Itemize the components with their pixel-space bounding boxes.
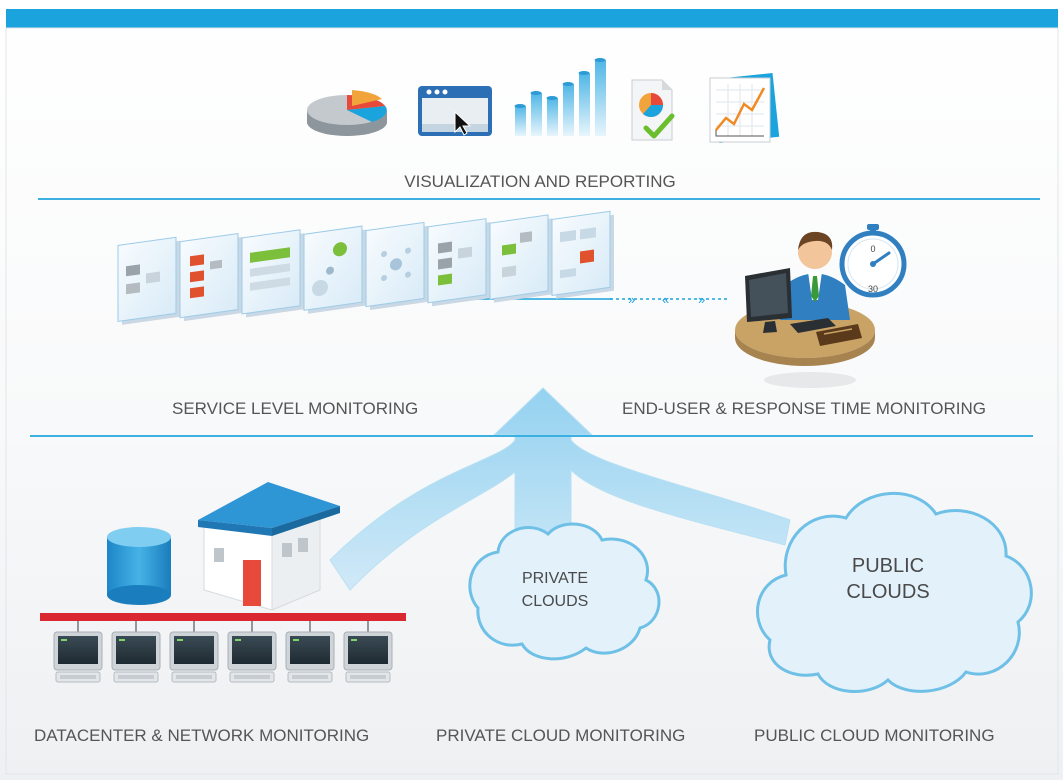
private-cloud-label-line2: CLOUDS (522, 593, 589, 610)
stopwatch-mark-0: 0 (870, 244, 875, 254)
dashboard-card-icon (117, 236, 180, 325)
public-cloud-label-line1: PUBLIC (852, 555, 924, 577)
dashboard-card-icon (551, 210, 614, 299)
diagram-frame (5, 27, 1059, 775)
computer-terminal-icon (169, 621, 219, 683)
line-chart-icon (709, 73, 780, 143)
top-accent-bar (6, 9, 1058, 28)
stopwatch-icon: 0 30 (839, 224, 907, 298)
dashboard-card-icon (179, 232, 242, 322)
private-cloud-shape (468, 522, 661, 661)
svg-text:»: » (628, 292, 635, 307)
terminal-row (53, 621, 393, 683)
user-at-desk-icon (735, 231, 875, 388)
building-icon (198, 482, 340, 611)
connector-chevrons: » « » (610, 292, 730, 307)
svg-text:«: « (662, 292, 669, 307)
browser-window-icon (418, 86, 492, 136)
database-icon (107, 527, 171, 605)
bar-chart-icon (514, 58, 606, 136)
visualization-icon-row (307, 58, 780, 143)
stopwatch-mark-30: 30 (868, 284, 878, 294)
private-cloud-monitoring-label: PRIVATE CLOUD MONITORING (436, 726, 685, 745)
datacenter-group (40, 482, 406, 683)
private-cloud-label-line1: PRIVATE (522, 570, 588, 587)
report-document-icon (631, 79, 675, 141)
dashboard-card-icon (427, 218, 490, 307)
public-cloud-label-line2: CLOUDS (846, 581, 929, 603)
computer-terminal-icon (343, 621, 393, 683)
data-flow-arrow (329, 387, 791, 591)
computer-terminal-icon (285, 621, 335, 683)
service-level-card-stack (117, 210, 614, 325)
computer-terminal-icon (227, 621, 277, 683)
dashboard-card-icon (303, 225, 366, 314)
datacenter-monitoring-label: DATACENTER & NETWORK MONITORING (34, 726, 369, 745)
visualization-layer-title: VISUALIZATION AND REPORTING (404, 172, 675, 191)
dashboard-card-icon (489, 214, 552, 303)
dashboard-card-icon (241, 229, 304, 318)
public-cloud-shape (755, 492, 1033, 693)
end-user-monitoring-label: END-USER & RESPONSE TIME MONITORING (622, 399, 986, 418)
network-bus-icon (40, 613, 406, 621)
public-cloud-monitoring-label: PUBLIC CLOUD MONITORING (754, 726, 995, 745)
computer-terminal-icon (111, 621, 161, 683)
computer-terminal-icon (53, 621, 103, 683)
pie-chart-icon (307, 90, 387, 136)
service-level-monitoring-label: SERVICE LEVEL MONITORING (172, 399, 418, 418)
svg-text:»: » (698, 292, 705, 307)
dashboard-card-icon (365, 221, 428, 310)
